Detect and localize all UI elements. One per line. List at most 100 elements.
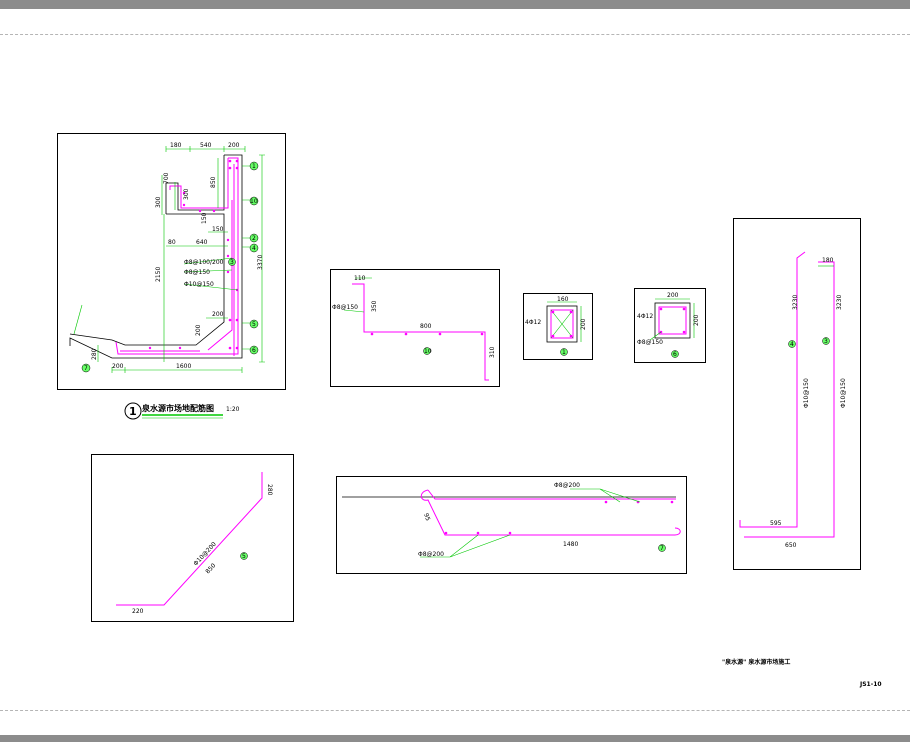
dim-80: 80: [168, 239, 176, 246]
bar7-dim-95: 95: [422, 512, 431, 522]
section1-drawing: 160 200 4Φ12 1: [525, 296, 587, 356]
bar34-drawing: 180 3230 3230 Φ10@150 Φ10@150 595 650 4 …: [739, 251, 847, 549]
sec6-dim-200-top: 200: [667, 292, 679, 299]
svg-text:2: 2: [252, 235, 256, 242]
dim-3370: 3370: [257, 255, 264, 270]
bar3-spec: Φ10@150: [840, 378, 847, 408]
svg-text:3: 3: [824, 338, 828, 345]
section1-panel: [523, 293, 593, 360]
dim-300-left: 300: [155, 196, 162, 208]
svg-text:5: 5: [252, 321, 256, 328]
title-number: 1: [129, 405, 137, 418]
marker-10: 10: [249, 196, 259, 206]
svg-text:1: 1: [252, 163, 256, 170]
sec6-marker: 6: [671, 350, 679, 358]
bar5-drawing: 280 Φ10@200 850 220 5: [116, 472, 273, 615]
bar10-drawing: 110 350 800 310 Φ8@150 10: [332, 275, 496, 381]
bar5-panel: [91, 454, 294, 622]
marker-5: 5: [249, 319, 259, 329]
bar5-spec: Φ10@200: [192, 541, 218, 568]
dim-200-b: 200: [195, 324, 202, 336]
bar4-dim-3230: 3230: [792, 295, 799, 310]
bar7-drawing: Φ8@200 Φ8@200 95 1480 7: [342, 482, 681, 558]
bar10-panel: [330, 269, 500, 387]
dim-540: 540: [200, 142, 212, 149]
sec6-spec-1: 4Φ12: [637, 313, 653, 320]
bar7-spec-bottom: Φ8@200: [418, 551, 444, 558]
dim-200-a: 200: [212, 311, 224, 318]
bar10-marker: 10: [423, 347, 432, 355]
dim-640: 640: [196, 239, 208, 246]
dim-200-c: 200: [112, 363, 124, 370]
window-bottom-bar: [0, 735, 910, 742]
bar5-dim-850: 850: [204, 562, 217, 575]
bar10-dim-310: 310: [489, 346, 496, 358]
svg-text:6: 6: [252, 347, 256, 354]
window-top-bar: [0, 0, 910, 9]
dim-150-b: 150: [212, 226, 224, 233]
bar3-marker: 3: [822, 337, 830, 345]
svg-text:3: 3: [230, 259, 234, 266]
bar5-dim-220: 220: [132, 608, 144, 615]
main-detail-panel: [57, 133, 286, 390]
dim-280: 280: [91, 348, 98, 360]
svg-text:10: 10: [424, 348, 432, 355]
bar7-panel: [336, 476, 687, 574]
bar7-marker: 7: [658, 544, 666, 552]
section6-drawing: 200 200 4Φ12 Φ8@150 6: [637, 292, 700, 358]
bar4-spec: Φ10@150: [803, 378, 810, 408]
sec1-spec: 4Φ12: [525, 319, 541, 326]
sec1-dim-200: 200: [580, 318, 587, 330]
bar4-marker: 4: [788, 340, 796, 348]
marker-3: 3: [228, 258, 236, 266]
bar5-dim-280: 280: [266, 484, 273, 496]
svg-text:1: 1: [562, 349, 566, 356]
rebar-spec-1: Φ8@100/200: [184, 259, 224, 266]
dim-2150: 2150: [155, 267, 162, 282]
bar5-marker: 5: [240, 552, 248, 560]
bar7-spec-top: Φ8@200: [554, 482, 580, 489]
bar3-dim-650: 650: [785, 542, 797, 549]
rebar-spec-2: Φ8@150: [184, 269, 210, 276]
svg-text:4: 4: [252, 245, 256, 252]
bar10-spec: Φ8@150: [332, 304, 358, 311]
dim-1600: 1600: [176, 363, 191, 370]
sec6-dim-200-side: 200: [693, 314, 700, 326]
dim-180: 180: [170, 142, 182, 149]
sheet-number: JS1-10: [859, 681, 882, 688]
svg-text:6: 6: [673, 351, 677, 358]
sec6-spec-2: Φ8@150: [637, 339, 663, 346]
rebar-spec-3: Φ10@150: [184, 281, 214, 288]
bar10-dim-800: 800: [420, 323, 432, 330]
svg-text:7: 7: [660, 545, 664, 552]
marker-2: 2: [249, 233, 259, 243]
svg-text:7: 7: [84, 365, 88, 372]
footer-note: "泉水源" 泉水源市场施工: [722, 658, 790, 666]
bar4-dim-595: 595: [770, 520, 782, 527]
svg-text:10: 10: [250, 198, 258, 205]
bar10-dim-350: 350: [371, 300, 378, 312]
sec1-marker: 1: [560, 348, 568, 356]
sec1-dim-160: 160: [557, 296, 569, 303]
main-detail-title: 1 泉水源市场地配筋图 1:20: [124, 402, 240, 420]
title-scale: 1:20: [226, 406, 240, 413]
sheet-border-bottom: [0, 710, 910, 711]
sheet-border-top: [0, 34, 910, 35]
dim-700: 700: [163, 172, 170, 184]
bar3-dim-3230: 3230: [836, 295, 843, 310]
dim-200: 200: [228, 142, 240, 149]
marker-1: 1: [249, 161, 259, 171]
marker-7: 7: [81, 363, 91, 373]
bar10-dim-110: 110: [354, 275, 366, 282]
dim-850: 850: [210, 176, 217, 188]
dim-300-inner: 300: [183, 188, 190, 200]
main-detail-drawing: 180 540 200 700 300 300 850 150 150 80 6…: [69, 142, 265, 373]
svg-text:5: 5: [242, 553, 246, 560]
bar7-dim-1480: 1480: [563, 541, 578, 548]
marker-4: 4: [249, 243, 259, 253]
bar34-dim-180: 180: [822, 257, 834, 264]
dim-150-a: 150: [201, 212, 208, 224]
svg-text:4: 4: [790, 341, 794, 348]
title-text: 泉水源市场地配筋图: [141, 403, 214, 413]
